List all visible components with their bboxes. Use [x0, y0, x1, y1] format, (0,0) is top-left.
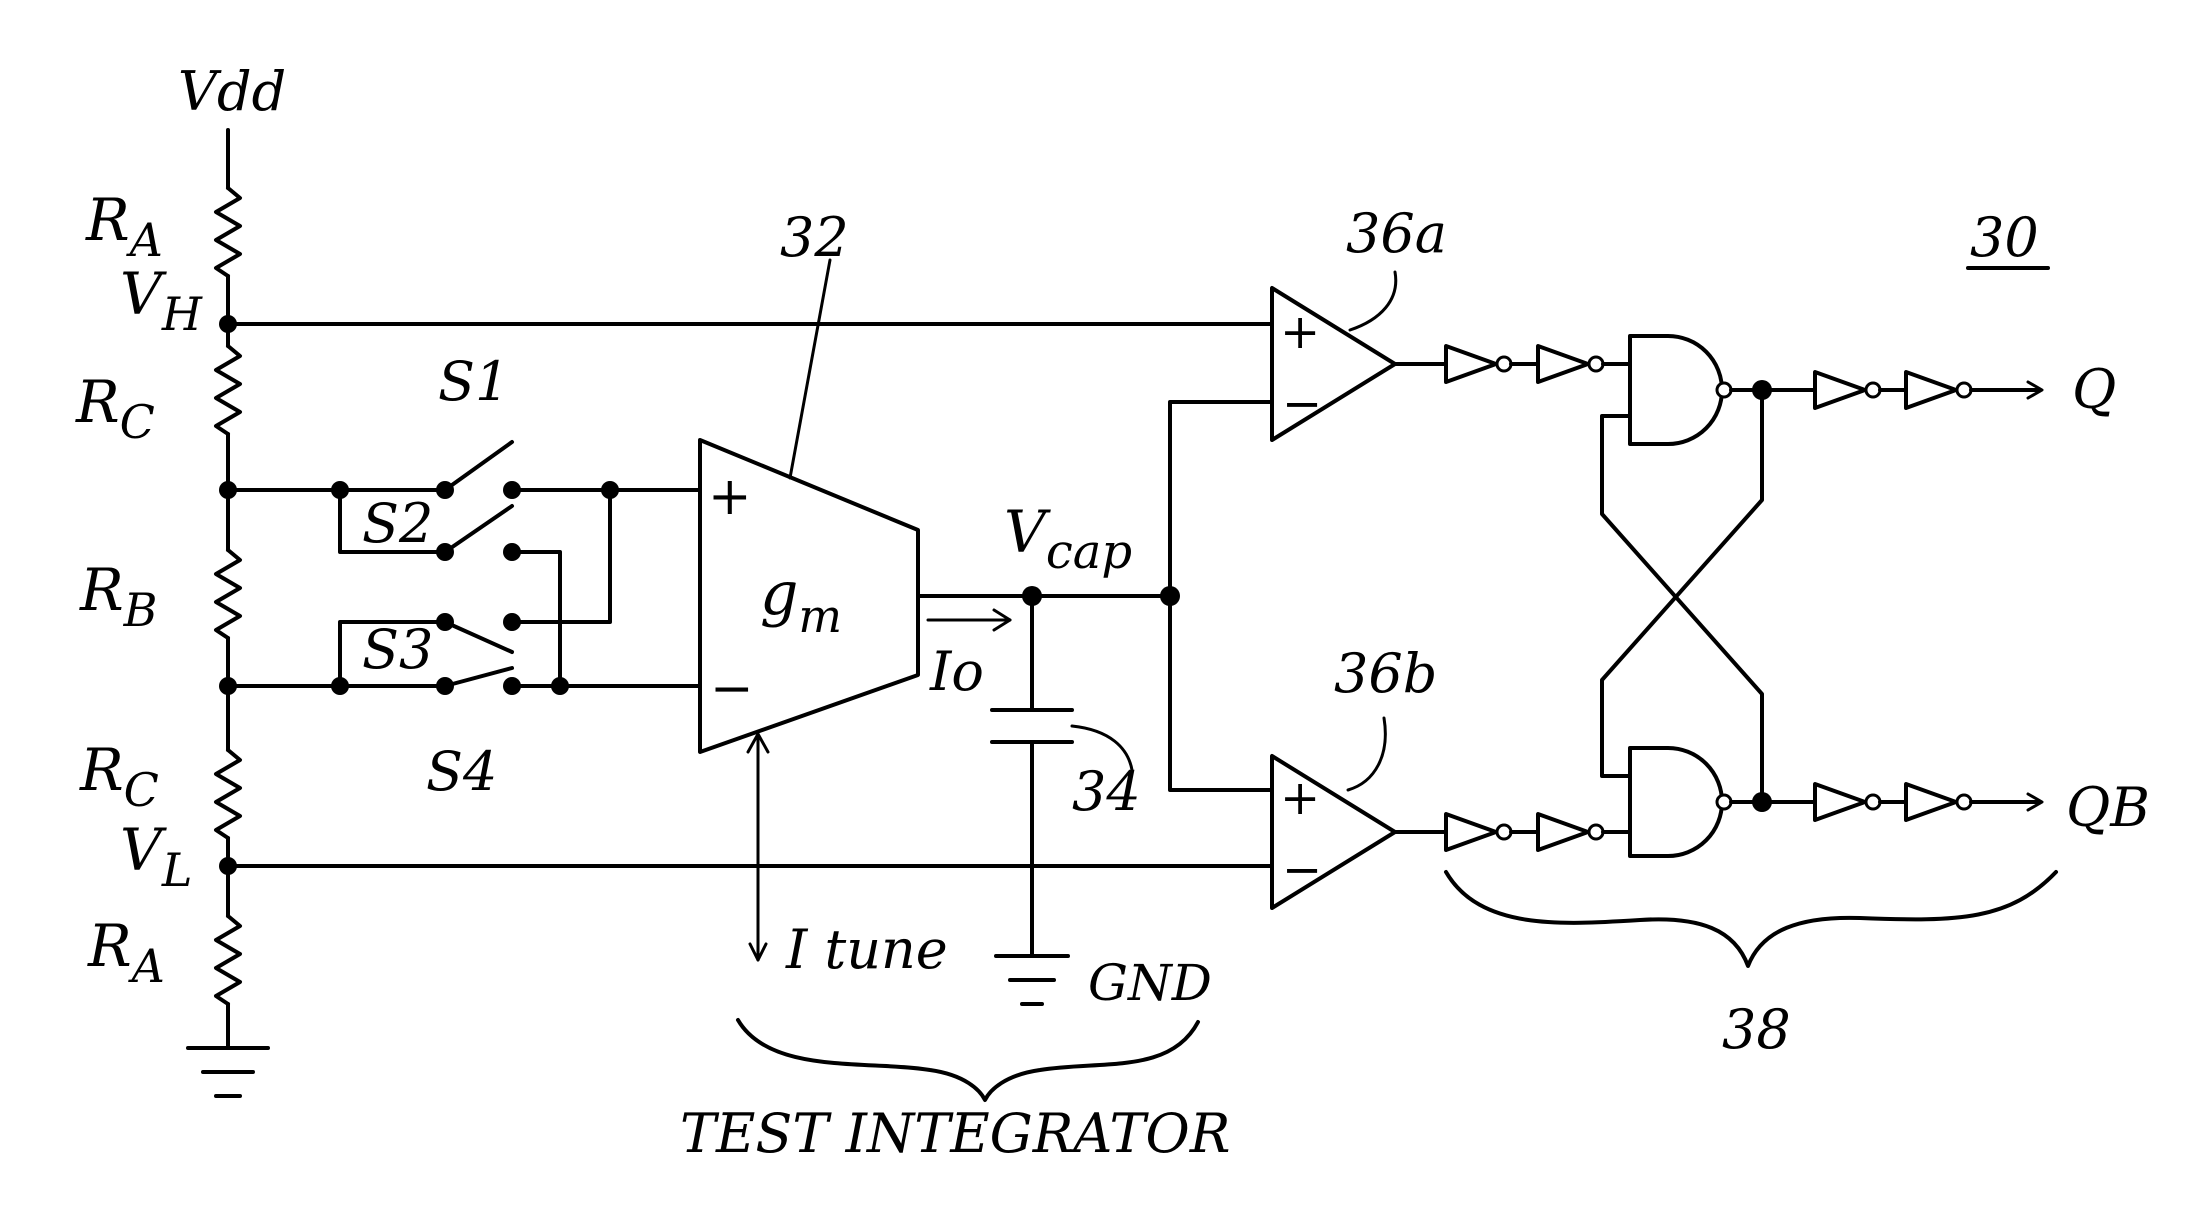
label-vh: VH — [120, 260, 203, 341]
switch-s4 — [445, 668, 512, 686]
label-ota-ref: 32 — [780, 206, 849, 269]
label-ra-bot: RA — [87, 912, 165, 993]
label-rc-bot: RC — [79, 736, 159, 817]
resistor-ra-top — [216, 188, 240, 276]
output-buffers-q — [1762, 372, 2042, 408]
label-comparator-b-minus: − — [1282, 842, 1322, 898]
label-qb: QB — [2066, 776, 2150, 839]
label-figure-ref: 30 — [1970, 206, 2039, 269]
label-vdd: Vdd — [178, 60, 286, 123]
comparator-leader-36a — [1350, 272, 1396, 330]
label-ota-minus: − — [710, 659, 754, 719]
comparator-input-bus — [1170, 402, 1272, 596]
label-test-integrator: TEST INTEGRATOR — [680, 1102, 1230, 1165]
label-latch-ref: 38 — [1722, 998, 1791, 1061]
resistor-ladder — [188, 130, 268, 1096]
ground-symbol-ladder — [188, 1048, 268, 1096]
label-vcap: Vcap — [1004, 498, 1132, 580]
label-s1: S1 — [438, 350, 509, 413]
brace-38 — [1446, 872, 2056, 966]
ota-leader-32 — [790, 260, 830, 478]
switch-s3 — [445, 622, 512, 652]
brace-test-integrator — [738, 1020, 1198, 1100]
resistor-ra-bot — [216, 916, 240, 1004]
label-comparator-b-ref: 36b — [1334, 642, 1437, 705]
resistor-rc-top — [216, 346, 240, 434]
latch-cross-coupling — [1602, 380, 1772, 812]
switch-s1 — [445, 442, 512, 490]
buffer-chain-bottom — [1395, 814, 1630, 850]
label-rc-top: RC — [75, 368, 155, 449]
label-comparator-a-ref: 36a — [1346, 202, 1447, 265]
label-ota-plus: + — [708, 467, 752, 527]
nand-gate-top — [1630, 336, 1731, 444]
label-gnd: GND — [1088, 954, 1212, 1012]
itune-arrow — [748, 734, 768, 960]
label-cap-ref: 34 — [1072, 760, 1141, 823]
nand-gate-bottom — [1630, 748, 1731, 856]
label-s2: S2 — [362, 492, 433, 555]
label-gm: gm — [760, 559, 842, 643]
label-itune: I tune — [785, 918, 948, 981]
label-comparator-b-plus: + — [1280, 770, 1320, 826]
ground-symbol-cap — [996, 956, 1068, 1004]
label-s4: S4 — [426, 740, 497, 803]
comparator-leader-36b — [1348, 718, 1385, 790]
resistor-rb — [216, 550, 240, 638]
switch-matrix — [228, 442, 700, 695]
resistor-rc-bot — [216, 750, 240, 838]
label-io: Io — [929, 640, 984, 703]
label-vl: VL — [120, 816, 192, 897]
label-ra-top: RA — [85, 186, 163, 267]
label-s3: S3 — [362, 618, 433, 681]
label-comparator-a-plus: + — [1280, 304, 1320, 360]
io-arrow — [928, 610, 1010, 630]
label-rb: RB — [79, 556, 157, 637]
switch-s2 — [445, 506, 512, 552]
label-q: Q — [2072, 358, 2116, 421]
output-buffers-qb — [1762, 784, 2042, 820]
label-comparator-a-minus: − — [1282, 376, 1322, 432]
buffer-chain-top — [1395, 346, 1630, 382]
